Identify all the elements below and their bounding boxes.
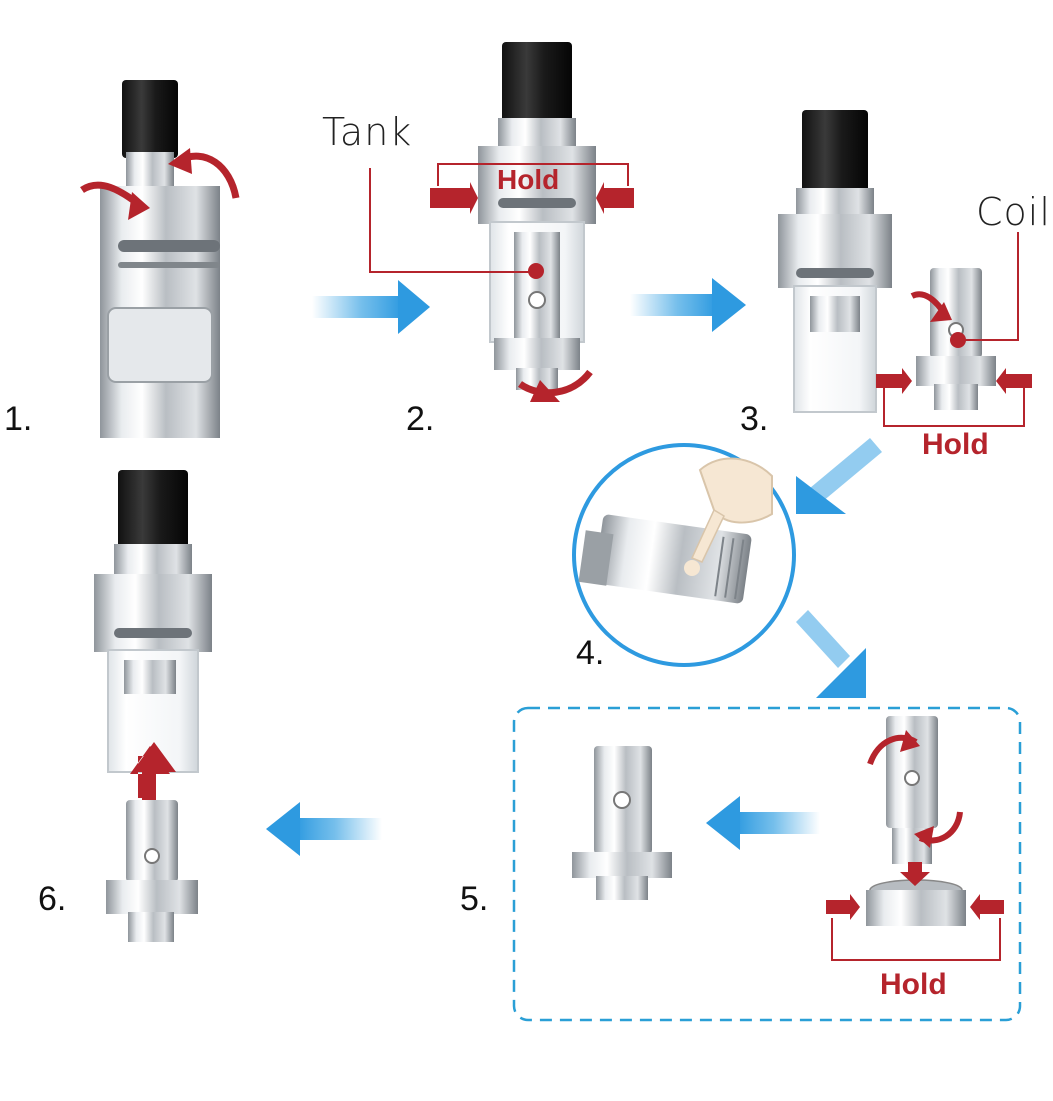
grip-arrow-icon xyxy=(876,368,912,394)
drip-tip xyxy=(802,110,868,194)
coil-head xyxy=(126,800,178,882)
step4-prime-coil xyxy=(574,445,794,665)
drip-tip xyxy=(122,80,178,158)
step3-disassembled xyxy=(778,110,1032,426)
top-cap xyxy=(94,574,212,652)
step5-assembled-coil xyxy=(572,746,672,900)
grip-arrow-icon xyxy=(996,368,1032,394)
flow-arrow-left-icon xyxy=(706,796,820,850)
step-number-2: 2. xyxy=(406,400,434,439)
drip-tip xyxy=(118,470,188,550)
flow-arrow-right-icon xyxy=(630,278,746,332)
flow-arrow-down-left-icon xyxy=(796,438,882,514)
step-number-6: 6. xyxy=(38,880,66,919)
grip-arrow-icon xyxy=(970,894,1004,920)
tank-pointer-dot xyxy=(528,263,544,279)
step-number-3: 3. xyxy=(740,400,768,439)
step-number-1: 1. xyxy=(4,400,32,439)
grip-arrow-icon xyxy=(826,894,860,920)
coil-pointer-dot xyxy=(950,332,966,348)
hold-label-step3: Hold xyxy=(922,428,989,462)
step5-coil-parts xyxy=(826,716,1004,960)
step2-tank xyxy=(370,42,634,402)
step-number-5: 5. xyxy=(460,880,488,919)
hold-label-step2: Hold xyxy=(497,164,559,196)
drip-tip xyxy=(502,42,572,124)
step1-device xyxy=(82,80,236,438)
tank-label: Tank xyxy=(322,110,412,154)
grip-arrow-icon xyxy=(596,182,634,214)
tank-window xyxy=(108,308,212,382)
coil-base xyxy=(866,890,966,926)
hold-label-step5: Hold xyxy=(880,968,947,1002)
step6-reassemble xyxy=(94,470,212,942)
flow-arrow-left-icon xyxy=(266,802,382,856)
flow-arrow-right-icon xyxy=(312,280,430,334)
step-number-4: 4. xyxy=(576,634,604,673)
grip-arrow-icon xyxy=(430,182,478,214)
coil-label: Coil xyxy=(976,190,1051,234)
flow-arrow-down-right-icon xyxy=(796,610,866,698)
